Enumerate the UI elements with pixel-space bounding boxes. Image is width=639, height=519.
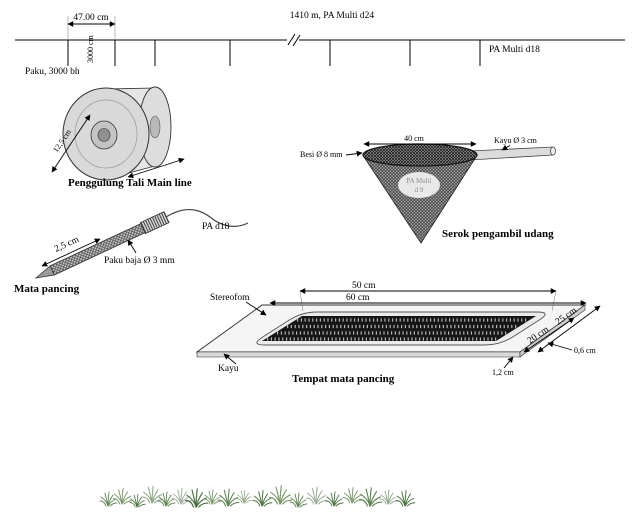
tray-outer-length-dim: 60 cm — [346, 293, 370, 303]
tray-foam-label: Stereofom — [210, 292, 250, 303]
scoop-caption: Serok pengambil udang — [442, 228, 554, 240]
tray-hook-bed — [262, 316, 536, 341]
spool: 12,5 cm Penggulung Tali Main line — [51, 86, 192, 189]
tray-inner-length-dim: 50 cm — [352, 281, 376, 291]
hook: 2,5 cm PA d18 Paku baja Ø 3 mm Mata panc… — [14, 208, 249, 295]
branchline-material-label: PA Multi d18 — [489, 45, 540, 55]
scoop-net: PA Multi d 9 Besi Ø 8 mm 40 cm Kayu Ø 3 … — [300, 134, 556, 244]
mainline-spacing-dim: 47.00 cm — [73, 13, 109, 23]
mainline-diagram: 47.00 cm 3000 cm 1410 m, PA Multi d24 PA… — [15, 11, 625, 77]
hook-line-label: PA d18 — [202, 222, 230, 232]
scoop-net-size-label: d 9 — [415, 186, 424, 194]
scoop-width-dim: 40 cm — [404, 134, 425, 143]
grass-decoration — [99, 485, 416, 508]
scoop-net-material-label: PA Multi — [406, 177, 431, 185]
paku-count-label: Paku, 3000 bh — [25, 67, 80, 77]
hook-length-dim: 2,5 cm — [53, 234, 81, 254]
tray-board-thickness-dim: 1,2 cm — [492, 368, 515, 377]
tray-caption: Tempat mata pancing — [292, 373, 395, 385]
tray-foam-thickness-dim: 0,6 cm — [574, 346, 597, 355]
snood-line — [165, 208, 249, 227]
scoop-net-label-patch — [398, 172, 440, 198]
line-break-gap — [287, 34, 299, 45]
scoop-handle-label: Kayu Ø 3 cm — [494, 136, 538, 145]
scoop-handle — [469, 146, 554, 161]
scoop-frame-label: Besi Ø 8 mm — [300, 150, 343, 159]
mainline-length-label: 1410 m, PA Multi d24 — [290, 11, 375, 21]
hook-tray: 50 cm 60 cm Stereofom Kayu 25 cm 20 cm 0… — [195, 281, 601, 385]
mainline-vertical-dim: 3000 cm — [86, 34, 95, 63]
scoop-rim — [362, 143, 478, 167]
hook-caption: Mata pancing — [14, 283, 80, 295]
hook-nail-label: Paku baja Ø 3 mm — [104, 256, 175, 266]
spool-caption: Penggulung Tali Main line — [68, 177, 192, 189]
tray-wood-label: Kayu — [218, 364, 239, 374]
